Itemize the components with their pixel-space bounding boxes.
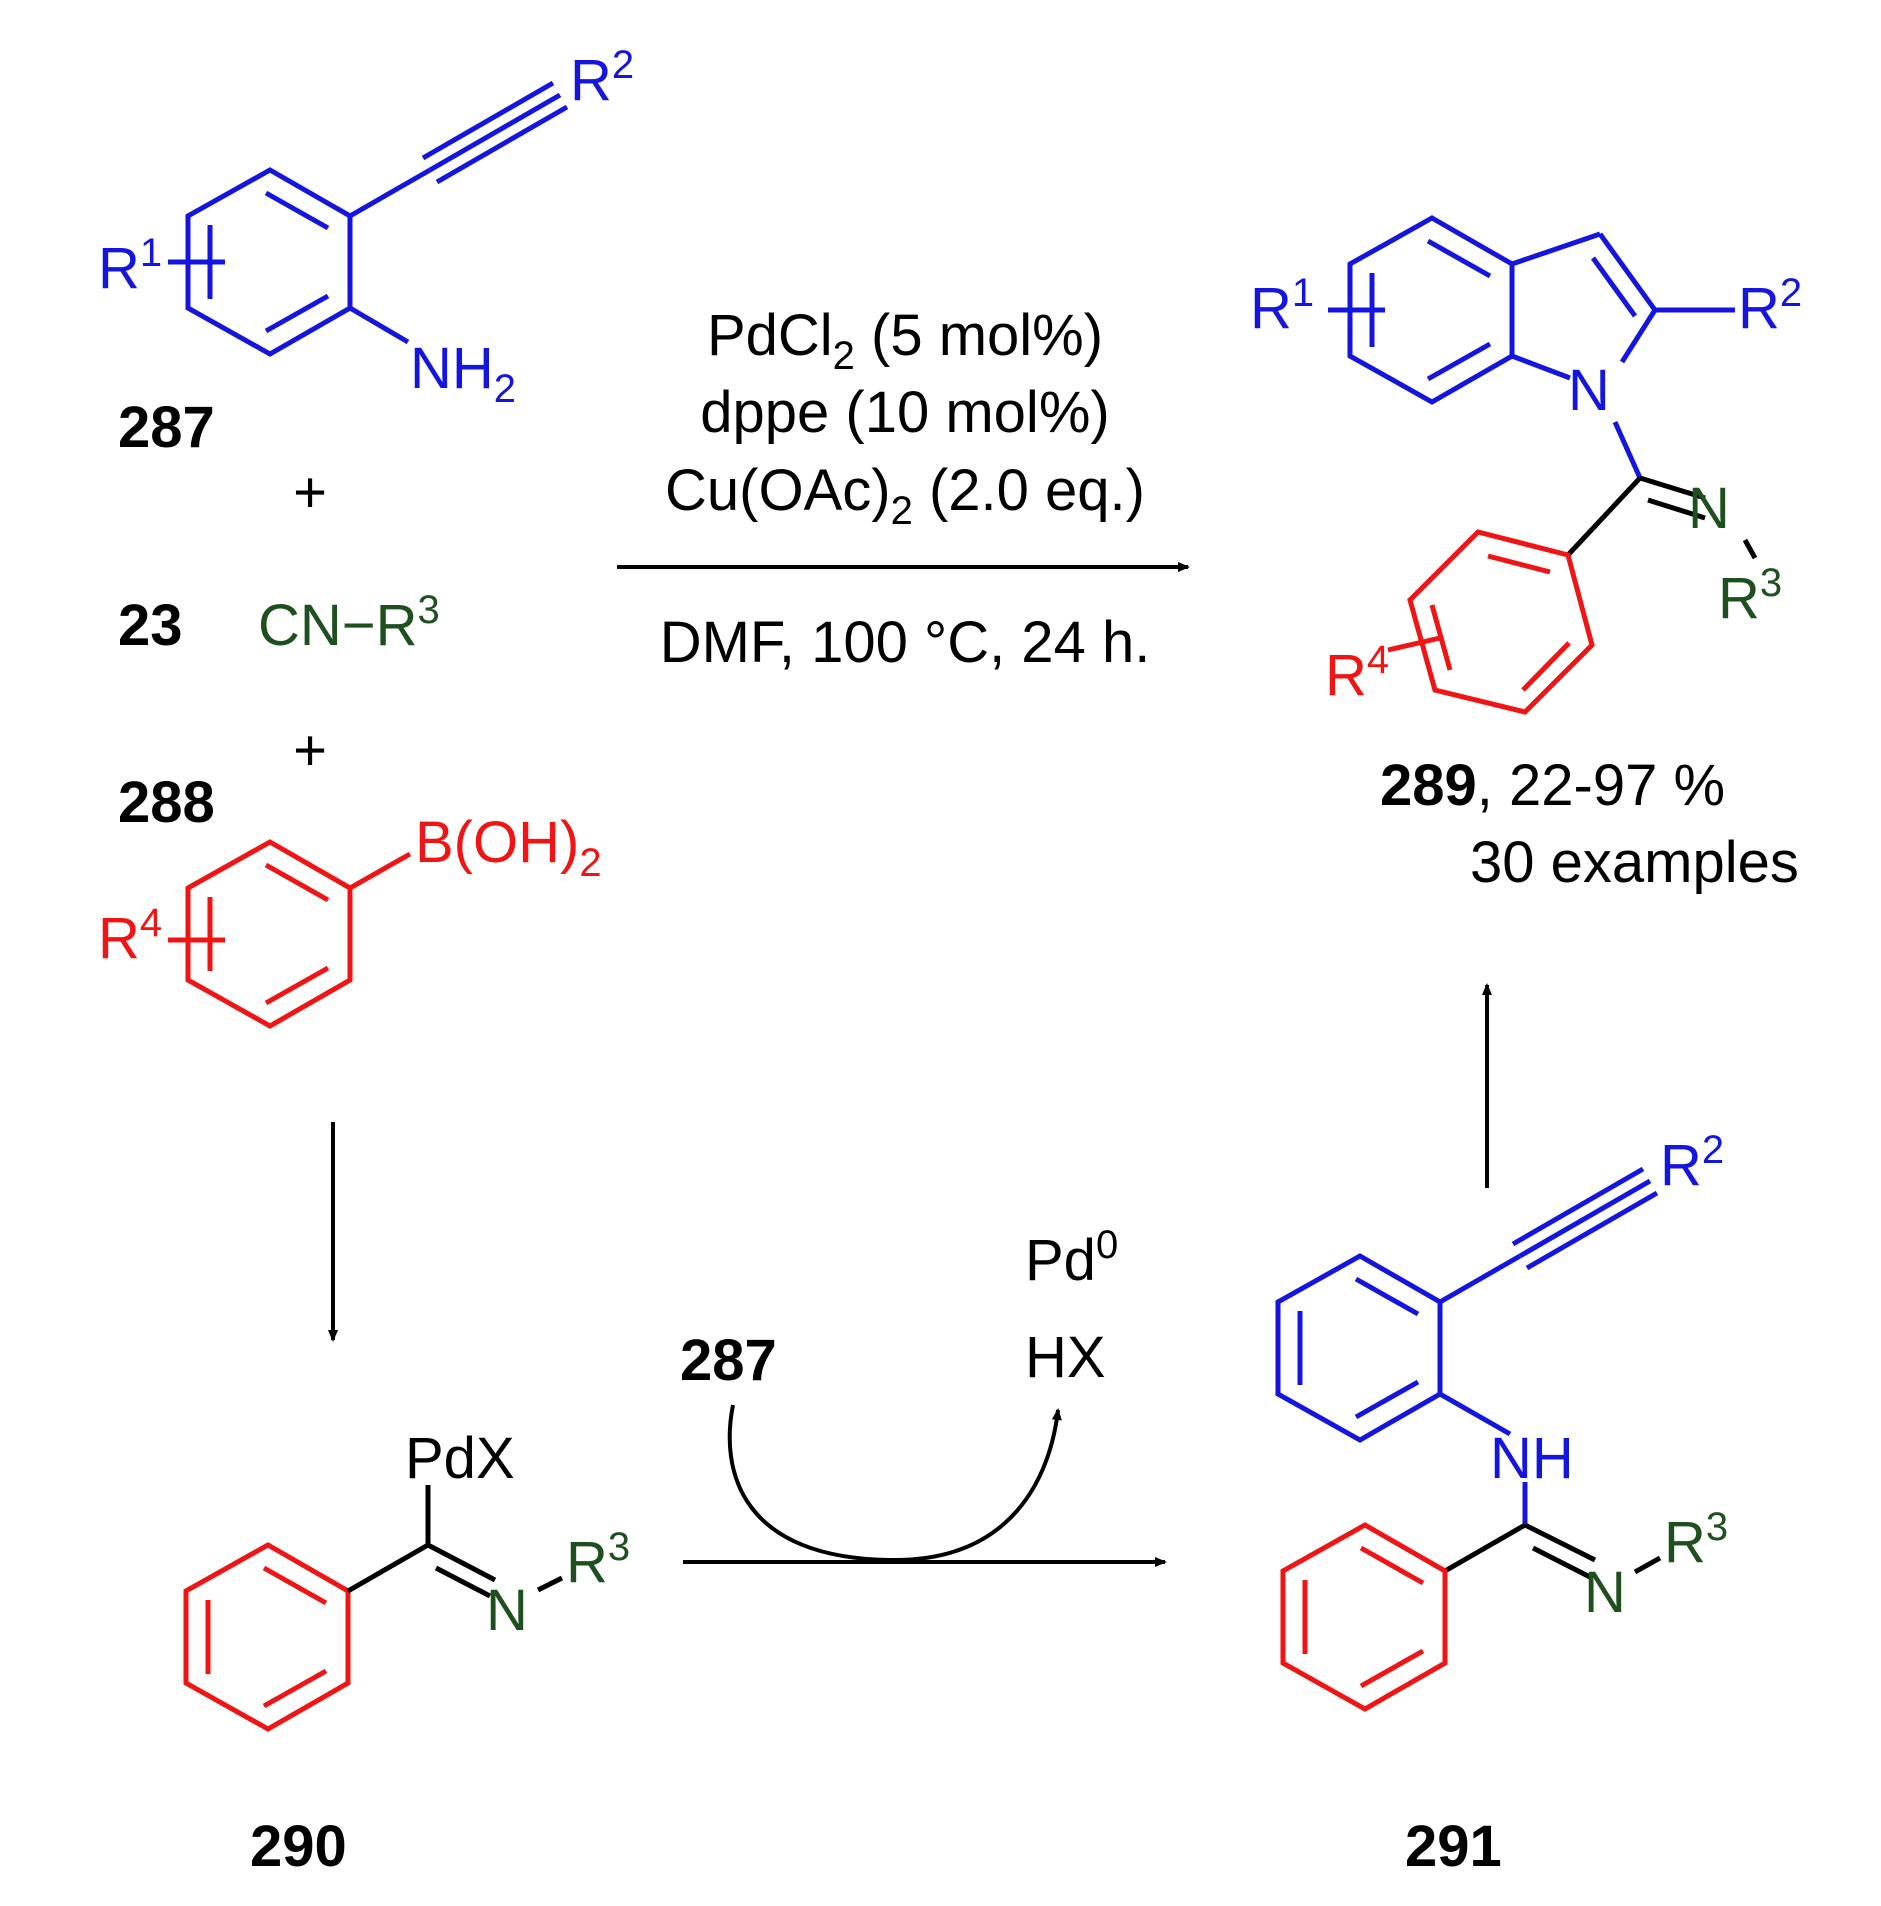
indole-n-label: N [1568, 358, 1610, 423]
imine-n-label-290: N [486, 1578, 528, 1643]
compound-290-structure [183, 1485, 564, 1732]
condition-ligand: dppe (10 mol%) [700, 380, 1109, 445]
compound-290-label: 290 [250, 1814, 347, 1879]
compound-288-label: 288 [118, 770, 215, 835]
plus-sign-1: + [293, 460, 327, 525]
r2-label-289: R2 [1738, 271, 1802, 341]
r2-label-287: R2 [570, 43, 634, 113]
imine-n-label-291: N [1584, 1560, 1626, 1625]
compound-23-label: 23 [118, 593, 183, 658]
nh2-label-287: NH2 [410, 336, 516, 411]
r3-label-290: R3 [566, 1525, 630, 1595]
r2-label-291: R2 [1660, 1128, 1724, 1198]
r3-label-289: R3 [1718, 561, 1782, 631]
compound-287-label: 287 [118, 395, 215, 460]
pdx-label: PdX [405, 1426, 515, 1491]
boronic-acid-label: B(OH)2 [415, 810, 602, 885]
r4-label-288: R4 [98, 901, 162, 971]
r3-label-291: R3 [1664, 1505, 1728, 1575]
compound-289-examples: 30 examples [1470, 830, 1799, 895]
nh-label-291: NH [1490, 1426, 1574, 1491]
reagent-287-label: 287 [680, 1328, 777, 1393]
compound-291-structure [1275, 1166, 1662, 1712]
condition-catalyst: PdCl2 (5 mol%) [707, 303, 1103, 378]
compound-288-structure [168, 839, 412, 1029]
plus-sign-2: + [293, 718, 327, 783]
r1-label-287: R1 [98, 231, 162, 301]
curved-arrow-287-to-pd0 [727, 1404, 1062, 1563]
hx-label: HX [1025, 1325, 1106, 1390]
r4-label-289: R4 [1325, 638, 1389, 708]
pd0-label: Pd0 [1025, 1223, 1118, 1293]
compound-289-yield: 289, 22-97 % [1380, 753, 1725, 818]
condition-solvent-temp-time: DMF, 100 °C, 24 h. [660, 610, 1151, 675]
isocyanide-formula: CN−R3 [258, 588, 440, 658]
compound-291-label: 291 [1405, 1814, 1502, 1879]
imine-n-label-289: N [1688, 476, 1730, 541]
compound-289-structure [1328, 215, 1758, 715]
condition-oxidant: Cu(OAc)2 (2.0 eq.) [665, 458, 1145, 533]
compound-287-structure [168, 80, 569, 357]
r1-label-289: R1 [1250, 271, 1314, 341]
